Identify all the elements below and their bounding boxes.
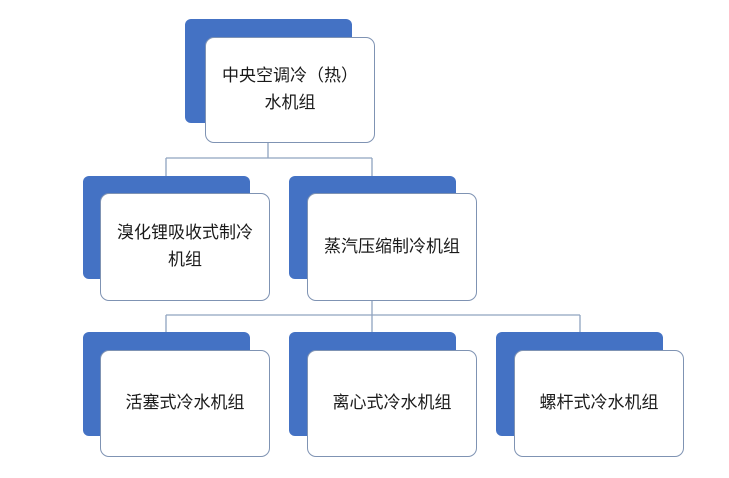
node-root: 中央空调冷（热） 水机组: [185, 19, 375, 143]
level1-connector: [165, 300, 581, 332]
node-absorption-label: 溴化锂吸收式制冷 机组: [117, 223, 253, 270]
node-centrifugal-chiller: 离心式冷水机组: [289, 332, 477, 457]
node-screw-card: 螺杆式冷水机组: [514, 350, 684, 457]
node-piston-card: 活塞式冷水机组: [100, 350, 270, 457]
node-centrifugal-label: 离心式冷水机组: [332, 393, 452, 413]
node-absorption-chiller: 溴化锂吸收式制冷 机组: [83, 176, 270, 301]
root-connector: [165, 142, 373, 176]
node-root-card: 中央空调冷（热） 水机组: [205, 37, 375, 143]
node-piston-label: 活塞式冷水机组: [125, 393, 245, 413]
node-screw-chiller: 螺杆式冷水机组: [496, 332, 684, 457]
node-piston-chiller: 活塞式冷水机组: [83, 332, 270, 457]
node-vapor-card: 蒸汽压缩制冷机组: [307, 193, 477, 301]
node-screw-label: 螺杆式冷水机组: [539, 393, 659, 413]
node-absorption-card: 溴化锂吸收式制冷 机组: [100, 193, 270, 301]
node-vapor-compression: 蒸汽压缩制冷机组: [289, 176, 477, 301]
node-root-label: 中央空调冷（热） 水机组: [222, 66, 358, 113]
node-centrifugal-card: 离心式冷水机组: [307, 350, 477, 457]
node-vapor-label: 蒸汽压缩制冷机组: [324, 236, 460, 257]
